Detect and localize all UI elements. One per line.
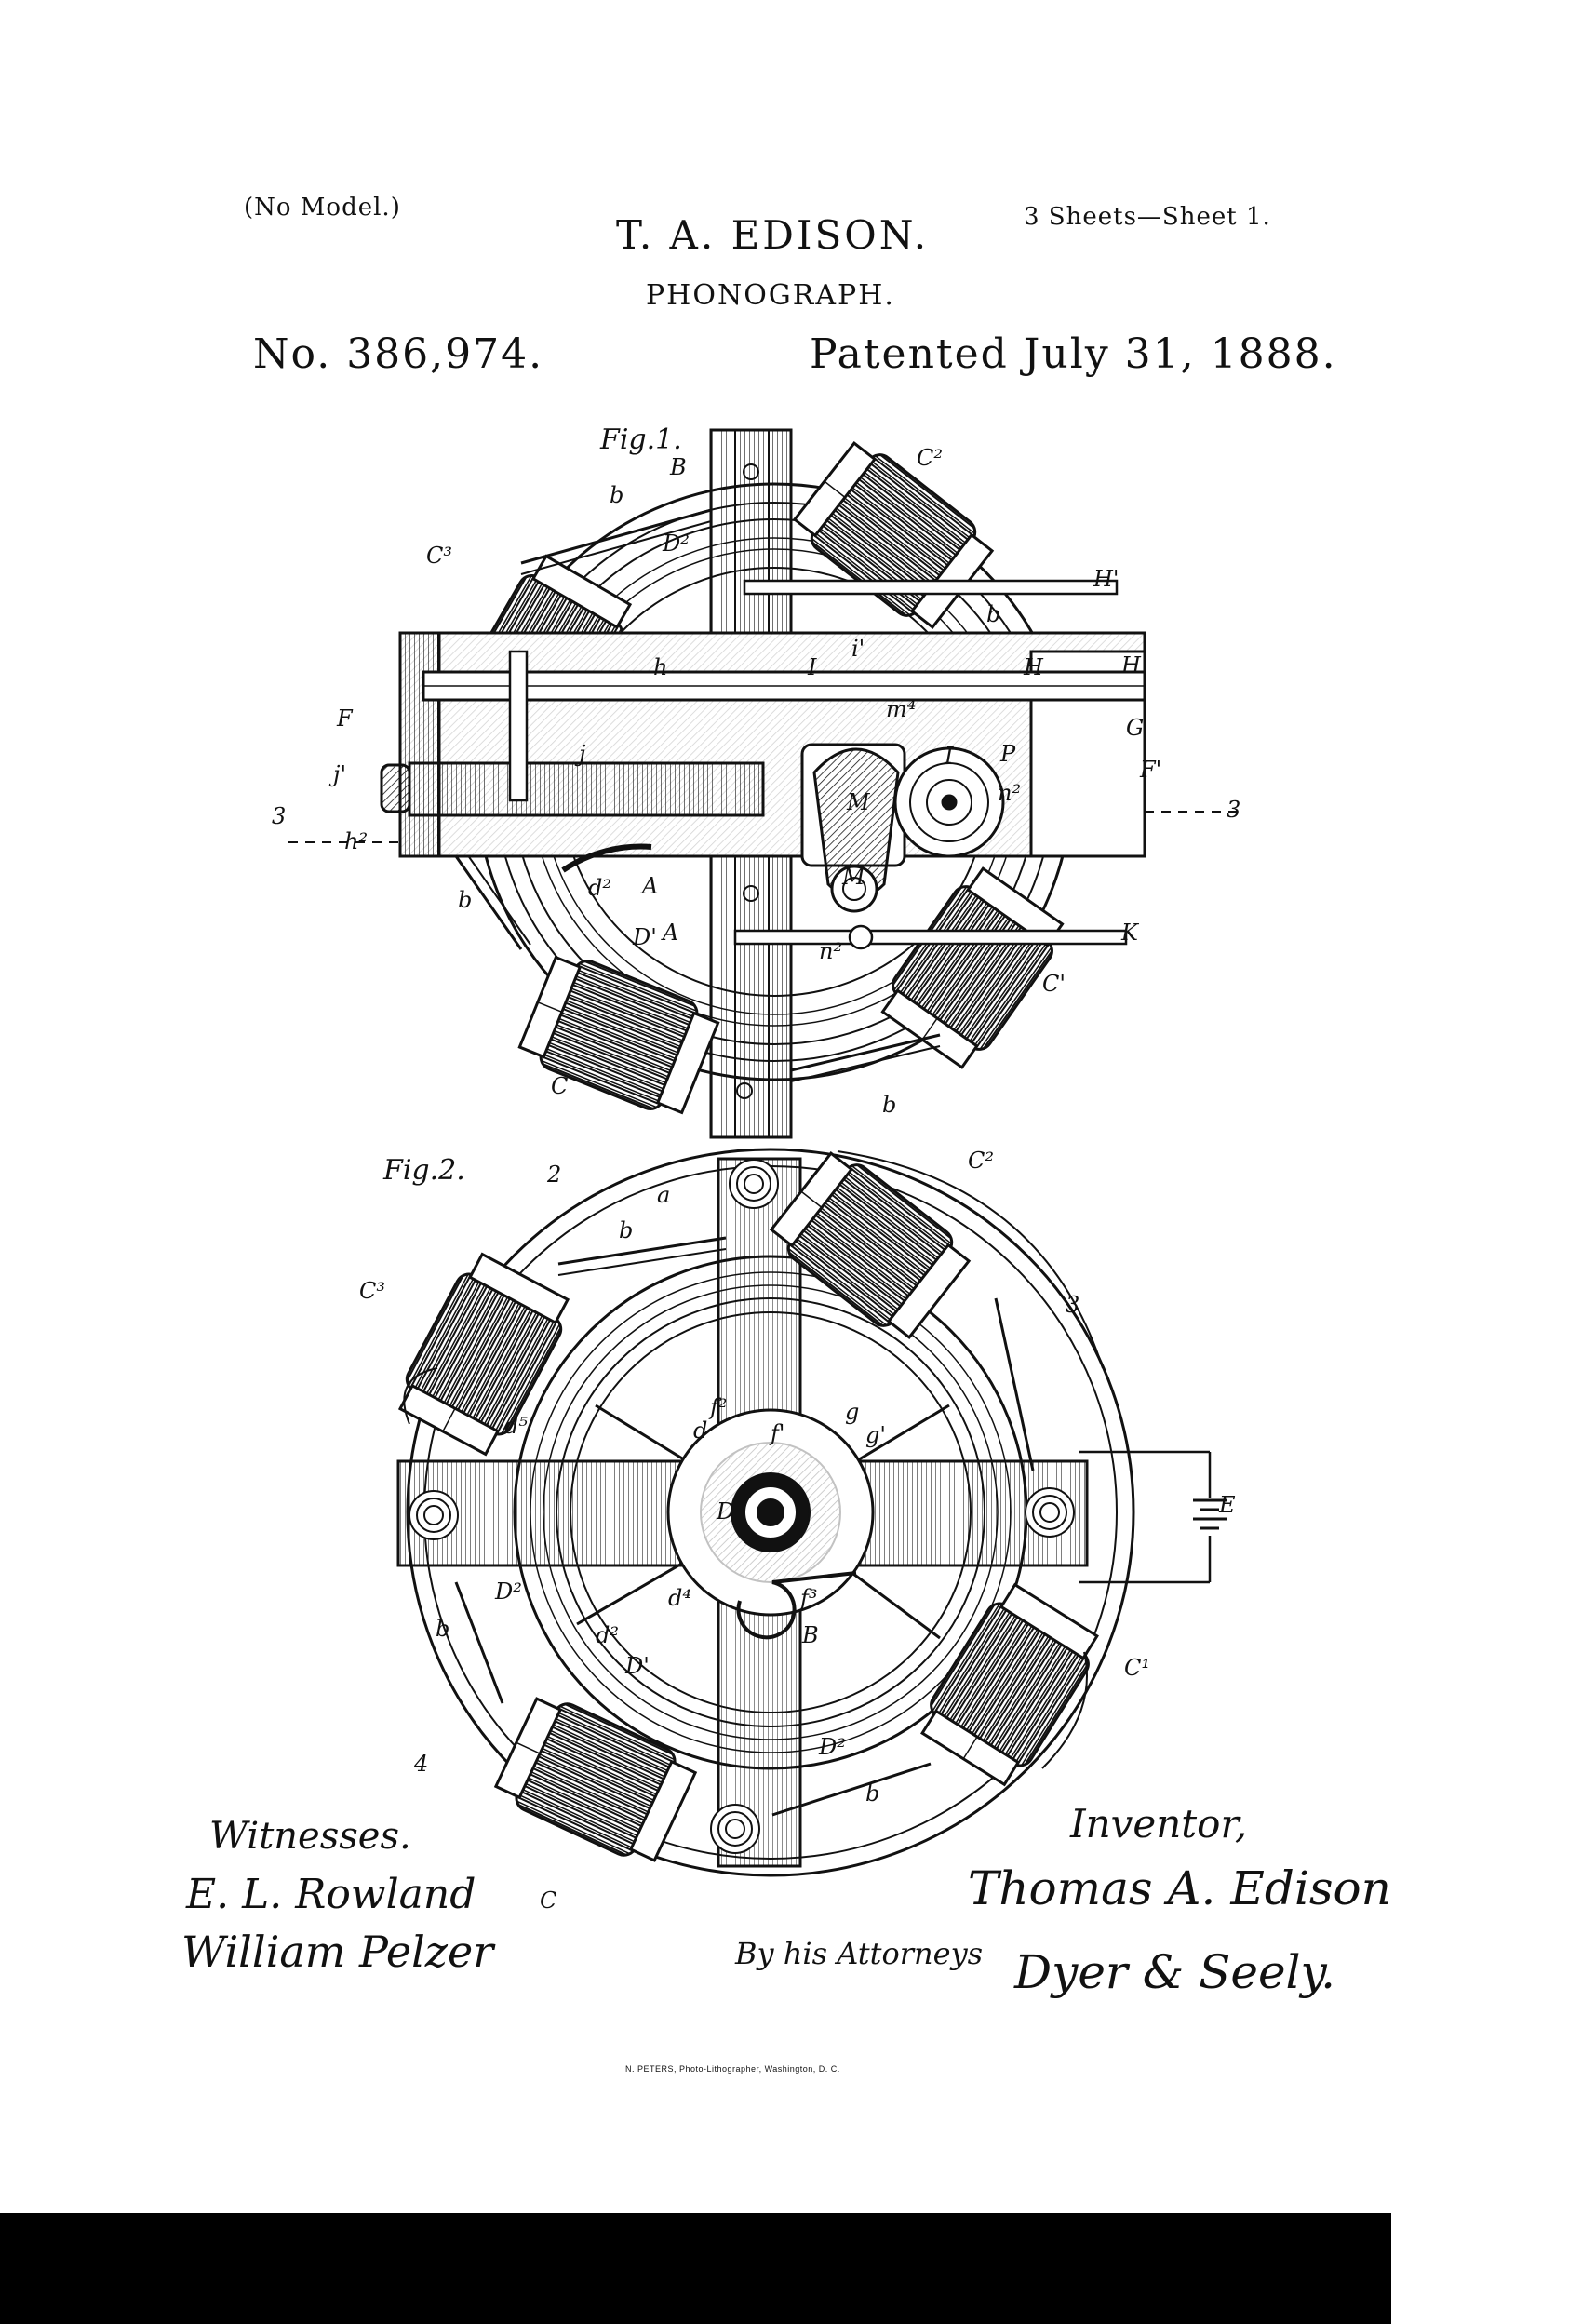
reference-letter: H'	[1093, 566, 1119, 592]
reference-letter: f²	[708, 1394, 728, 1420]
reference-letter: B	[669, 454, 687, 480]
reference-letter: D'	[632, 924, 657, 950]
model-note: (No Model.)	[244, 194, 401, 222]
reference-letter: b	[986, 601, 1000, 627]
lithographer-credit: N. PETERS, Photo-Lithographer, Washingto…	[625, 2064, 840, 2074]
page-margin	[1391, 0, 1582, 2324]
reference-letter: b	[458, 887, 472, 913]
reference-letter: D²	[662, 531, 690, 557]
reference-letter: C	[551, 1073, 568, 1099]
reference-letter: C	[540, 1887, 556, 1914]
witness-2-signature: William Pelzer	[181, 1927, 494, 1977]
reference-letter: C³	[426, 543, 452, 569]
reference-letter: E	[1218, 1492, 1236, 1518]
reference-letter: n²	[819, 938, 842, 964]
figure-1-label: Fig.1.	[600, 423, 682, 456]
patent-date: Patented July 31, 1888.	[810, 330, 1337, 378]
witness-1-signature: E. L. Rowland	[186, 1871, 476, 1918]
figure-1-drawing	[288, 428, 1238, 1139]
reference-letter: j'	[328, 761, 346, 787]
inventor-label: Inventor,	[1070, 1801, 1248, 1847]
reference-letter: h²	[344, 828, 368, 854]
attorneys-signature: Dyer & Seely.	[1014, 1945, 1336, 1999]
reference-letter: C²	[917, 445, 943, 471]
reference-letter: 3	[1066, 1292, 1079, 1318]
reference-letter: K	[1120, 920, 1140, 946]
reference-letter: d⁵	[504, 1413, 528, 1439]
patent-number: No. 386,974.	[253, 330, 544, 378]
figure-2-drawing	[390, 1144, 1227, 1877]
sheet-info: 3 Sheets—Sheet 1.	[1024, 203, 1271, 231]
reference-letter: I	[807, 654, 817, 680]
patent-title: PHONOGRAPH.	[646, 279, 895, 312]
reference-letter: D²	[494, 1578, 522, 1605]
reference-letter: b	[882, 1092, 896, 1118]
reference-letter: i'	[851, 636, 865, 662]
reference-letter: d	[693, 1417, 707, 1444]
reference-letter: b	[610, 482, 623, 508]
reference-letter: d²	[596, 1622, 619, 1648]
reference-letter: A	[661, 920, 678, 946]
reference-letter: C²	[968, 1148, 994, 1174]
inventor-signature: Thomas A. Edison.	[968, 1861, 1406, 1915]
inventor-name: T. A. EDISON.	[616, 212, 930, 258]
reference-letter: f³	[798, 1585, 818, 1611]
reference-letter: H	[1120, 652, 1142, 678]
witnesses-label: Witnesses.	[209, 1815, 411, 1858]
reference-letter: I	[944, 743, 954, 769]
reference-letter: M	[841, 864, 866, 890]
reference-letter: g	[845, 1399, 859, 1425]
reference-letter: h	[653, 654, 667, 680]
reference-letter: C³	[359, 1278, 385, 1304]
reference-letter: f'	[769, 1420, 784, 1446]
reference-letter: P	[999, 741, 1016, 767]
reference-letter: B	[801, 1622, 819, 1648]
reference-letter: d²	[588, 875, 611, 901]
reference-letter: C¹	[1124, 1655, 1150, 1681]
reference-letter: G	[1126, 715, 1144, 741]
reference-letter: b	[865, 1780, 879, 1807]
figure-2-label: Fig.2.	[383, 1154, 465, 1187]
reference-letter: g'	[865, 1422, 886, 1448]
reference-letter: b	[436, 1616, 449, 1642]
reference-letter: 3	[272, 803, 286, 829]
reference-letter: a	[657, 1182, 670, 1208]
scan-edge-bar	[0, 2213, 1391, 2324]
reference-letter: F'	[1139, 757, 1161, 783]
reference-letter: d⁴	[668, 1585, 691, 1611]
reference-letter: 4	[413, 1751, 428, 1777]
reference-letter: C'	[1042, 971, 1066, 997]
reference-letter: m⁴	[886, 696, 916, 722]
reference-letter: n²	[998, 780, 1021, 806]
reference-letter: D	[716, 1498, 734, 1525]
reference-letter: A	[640, 873, 658, 899]
reference-letter: D'	[624, 1653, 650, 1679]
reference-letter: 3	[1227, 797, 1240, 823]
reference-letter: F	[336, 705, 354, 732]
reference-letter: D²	[818, 1734, 846, 1760]
reference-letter: 2	[546, 1162, 561, 1188]
reference-letter: b	[619, 1217, 633, 1243]
attorneys-label: By his Attorneys	[735, 1936, 984, 1971]
reference-letter: H	[1023, 654, 1044, 680]
reference-letter: M	[846, 789, 871, 815]
